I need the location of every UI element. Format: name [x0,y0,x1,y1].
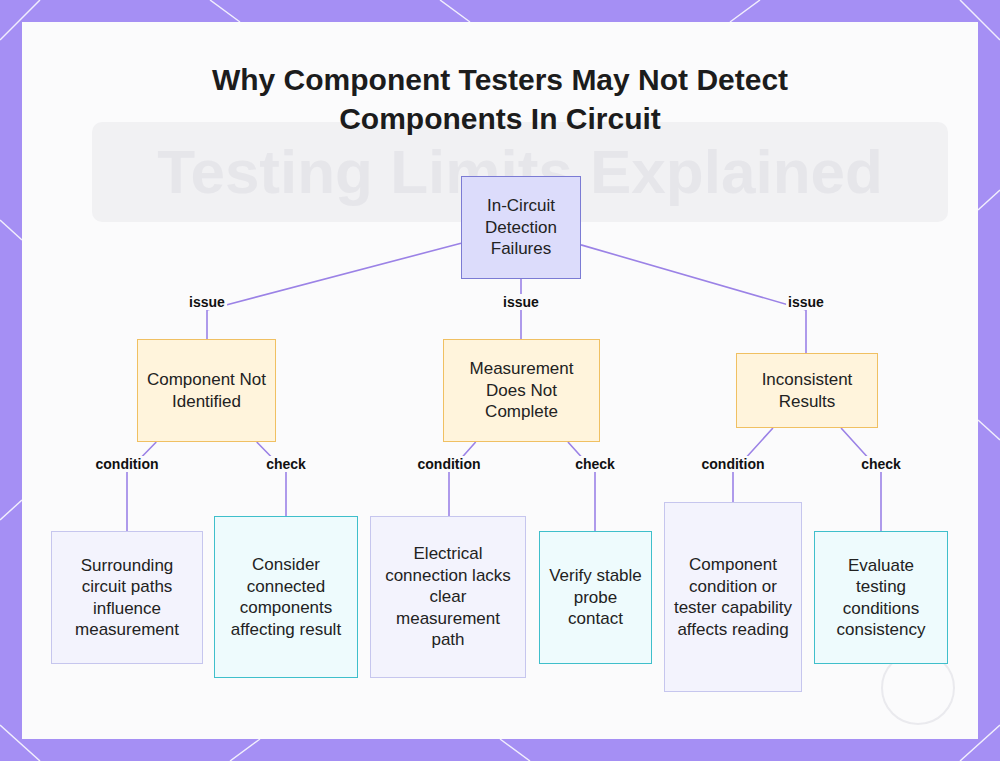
text-stack: Component Not Identified [146,369,267,412]
edge-label: issue [786,294,826,310]
check-box: Evaluate testing conditions consistency [814,531,948,664]
node-text: Component condition or tester capability… [673,554,793,640]
condition-box: Surrounding circuit paths influence meas… [51,531,203,664]
diagram-title: Why Component Testers May Not Detect Com… [150,60,850,138]
edge-label: condition [700,456,767,472]
node-text: Verify stable probe contact [548,565,643,630]
text-stack: Component condition or tester capability… [673,554,793,640]
text-stack: Consider connected components affecting … [223,554,349,640]
text-stack: Surrounding circuit paths influence meas… [60,555,194,641]
connector-line [841,428,881,531]
white-panel [22,22,978,739]
check-box: Verify stable probe contact [539,531,652,664]
check-box: Consider connected components affecting … [214,516,358,678]
node-text: Electrical connection lacks clear measur… [379,543,517,651]
condition-box: Electrical connection lacks clear measur… [370,516,526,678]
edge-label: check [573,456,617,472]
node-text: In-Circuit Detection Failures [470,195,572,260]
node-text: Component Not Identified [146,369,267,412]
node-text: Measurement Does Not Complete [452,358,591,423]
condition-box: Component condition or tester capability… [664,502,802,692]
connector-line [257,442,286,516]
issue-box: Measurement Does Not Complete [443,339,600,442]
text-stack: Electrical connection lacks clear measur… [379,543,517,651]
node-text: Consider connected components affecting … [223,554,349,640]
connector-line [207,243,461,339]
edge-label: issue [187,294,227,310]
issue-box: Component Not Identified [137,339,276,442]
connector-line [449,442,476,516]
node-text: Surrounding circuit paths influence meas… [60,555,194,641]
edge-label: issue [501,294,541,310]
edge-label: condition [416,456,483,472]
root-box: In-Circuit Detection Failures [461,176,581,279]
edge-label: check [859,456,903,472]
node-text: Evaluate testing conditions consistency [823,555,939,641]
text-stack: Evaluate testing conditions consistency [823,555,939,641]
text-stack: In-Circuit Detection Failures [470,195,572,260]
connector-line [581,245,806,353]
node-text: Inconsistent Results [745,369,869,412]
issue-box: Inconsistent Results [736,353,878,428]
text-stack: Measurement Does Not Complete [452,358,591,423]
text-stack: Inconsistent Results [745,369,869,412]
edge-label: check [264,456,308,472]
text-stack: Verify stable probe contact [548,565,643,630]
edge-label: condition [94,456,161,472]
